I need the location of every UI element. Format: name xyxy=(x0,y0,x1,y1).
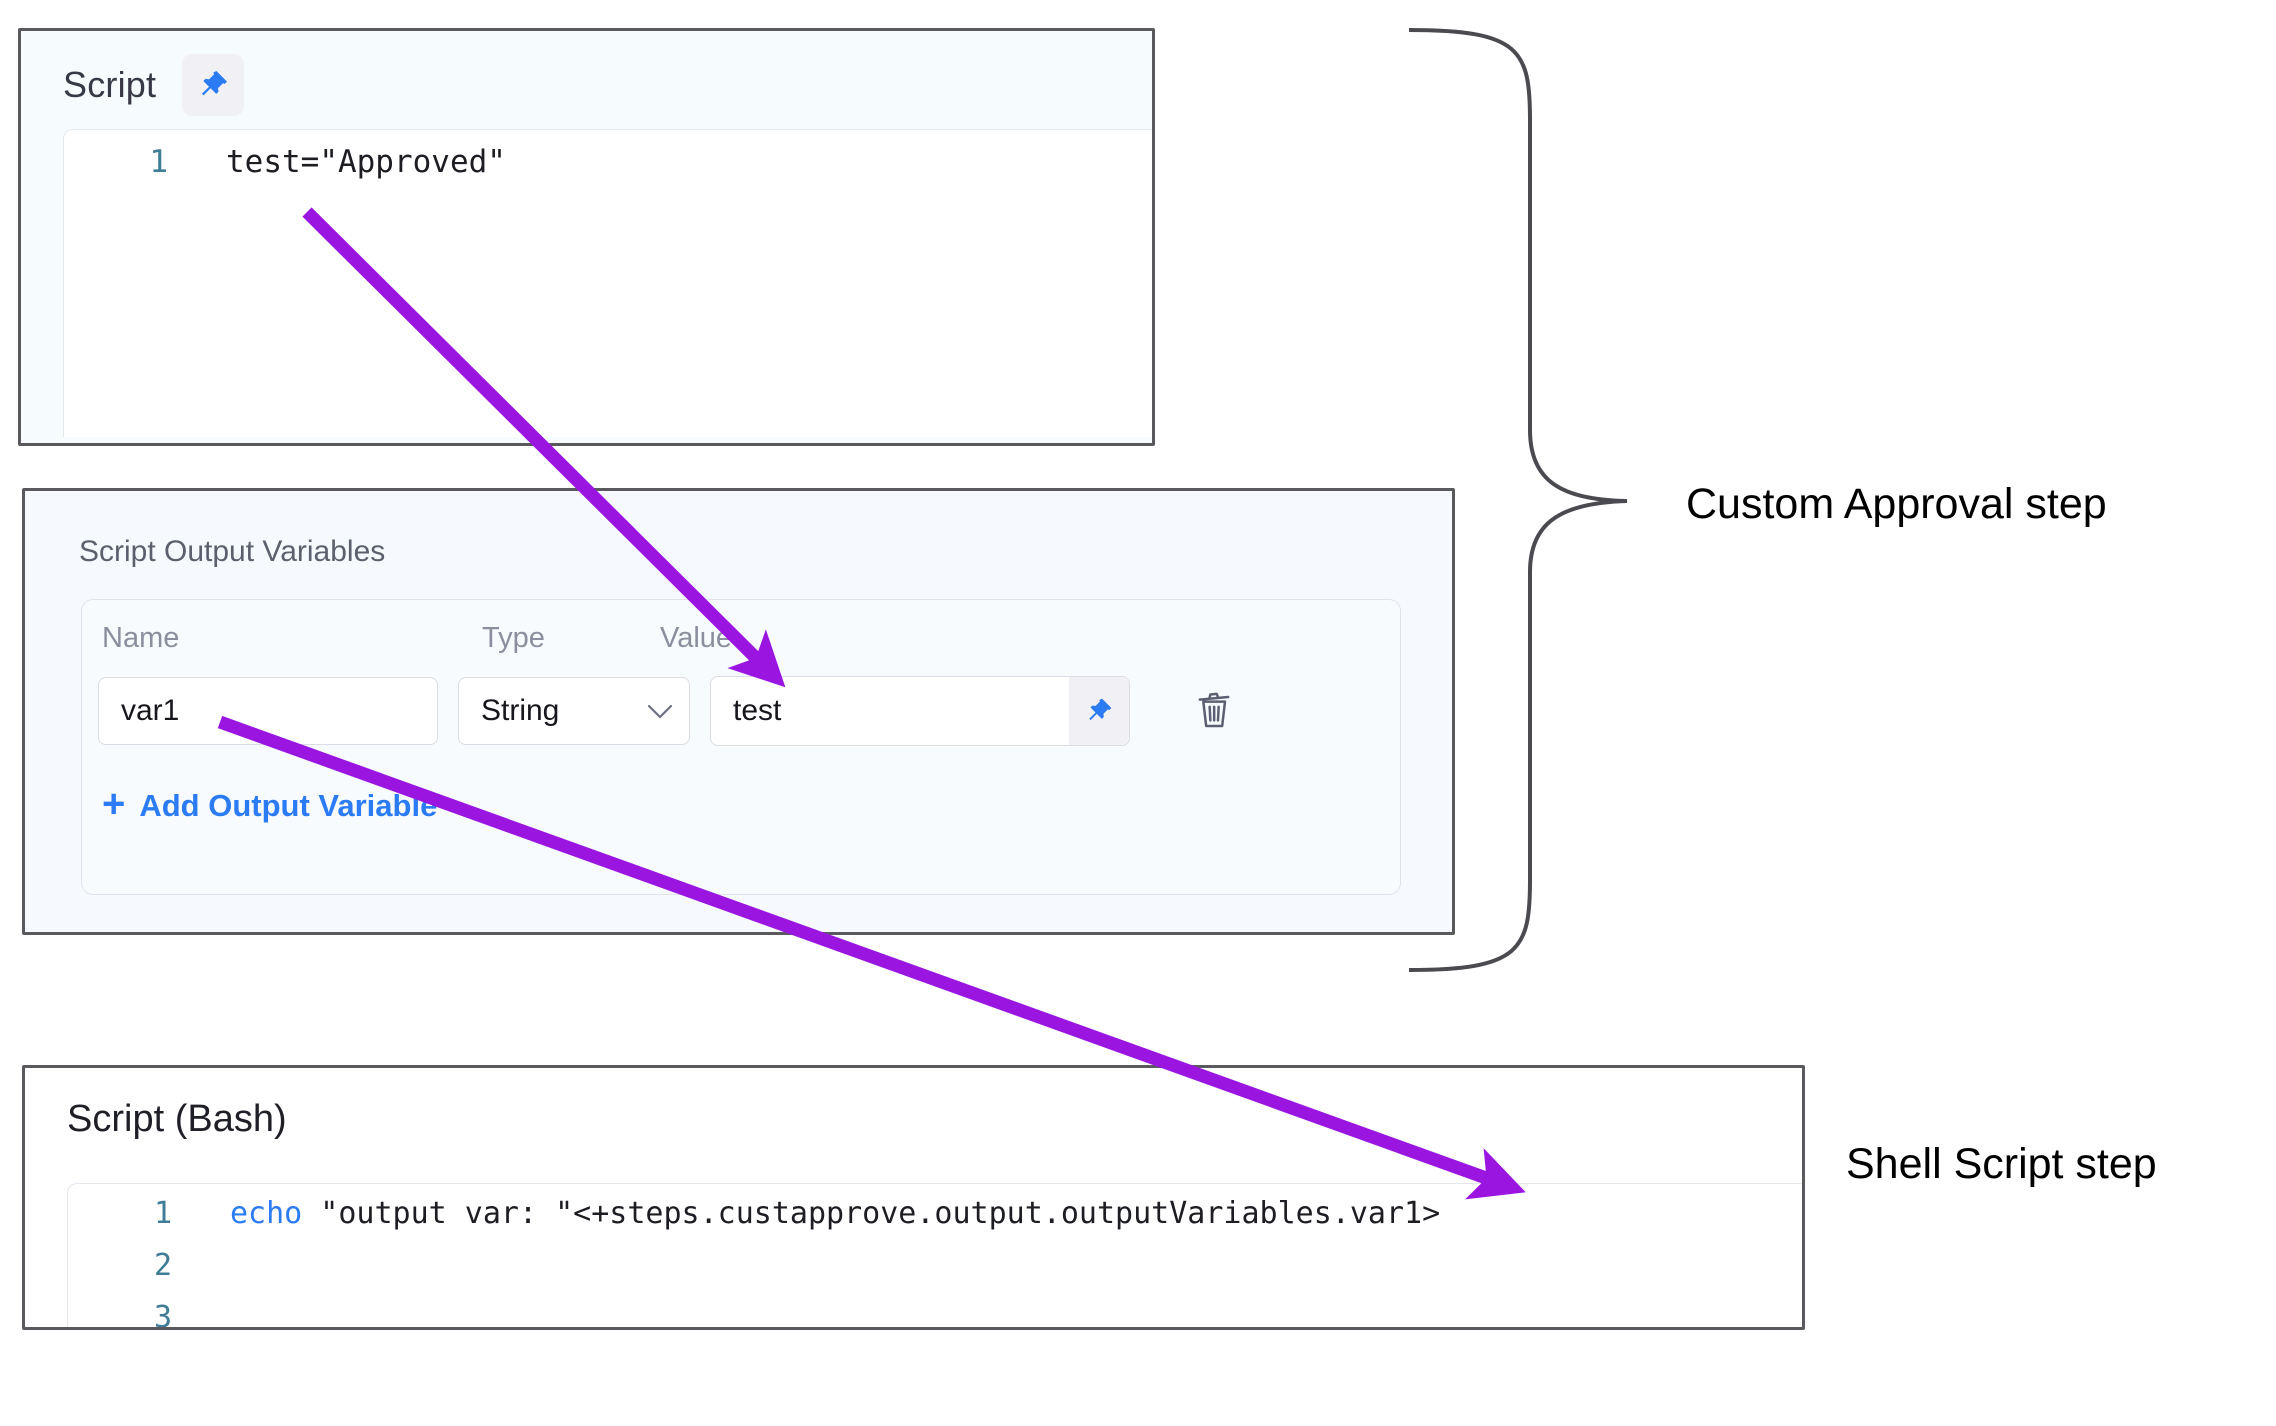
custom-approval-step-label: Custom Approval step xyxy=(1686,480,2107,528)
pin-icon[interactable] xyxy=(182,54,245,116)
trash-icon[interactable] xyxy=(1186,681,1242,741)
shell-script-step-label: Shell Script step xyxy=(1846,1140,2157,1188)
code-line: 3 xyxy=(68,1300,1802,1330)
bash-script-panel: Script (Bash) 1 echo "output var: "<+ste… xyxy=(22,1065,1805,1330)
variable-value-text: test xyxy=(733,694,782,727)
column-header-value: Value xyxy=(660,622,733,654)
script-code-editor[interactable]: 1 test="Approved" xyxy=(63,129,1152,437)
variable-type-value: String xyxy=(481,694,560,727)
pin-icon[interactable] xyxy=(1069,677,1129,745)
script-panel-header: Script xyxy=(21,31,1152,116)
line-number: 2 xyxy=(153,1248,172,1283)
variable-value-input[interactable]: test xyxy=(711,677,1069,745)
column-headers: Name Type Value xyxy=(82,622,1400,662)
script-panel-title: Script xyxy=(63,64,157,105)
script-output-variables-panel: Script Output Variables Name Type Value … xyxy=(22,488,1455,935)
output-variables-title: Script Output Variables xyxy=(79,535,386,568)
plus-icon: + xyxy=(102,782,126,826)
trash-icon-glyph xyxy=(1198,692,1230,728)
column-header-name: Name xyxy=(102,622,180,654)
bash-panel-title: Script (Bash) xyxy=(67,1098,287,1140)
script-panel: Script 1 test="Approved" xyxy=(18,28,1155,446)
add-output-variable-button[interactable]: + Add Output Variable xyxy=(102,782,438,826)
line-number: 1 xyxy=(149,144,168,180)
code-line: 1 echo "output var: "<+steps.custapprove… xyxy=(68,1184,1802,1248)
bash-code-editor[interactable]: 1 echo "output var: "<+steps.custapprove… xyxy=(67,1183,1802,1330)
code-text: echo "output var: "<+steps.custapprove.o… xyxy=(172,1196,1440,1231)
code-line: 2 xyxy=(68,1248,1802,1300)
chevron-down-icon-glyph xyxy=(647,704,673,719)
pin-icon-glyph xyxy=(1089,698,1112,721)
code-text: test="Approved" xyxy=(226,144,506,180)
output-variables-card: Name Type Value var1 String test xyxy=(81,599,1401,895)
chevron-down-icon xyxy=(647,698,673,724)
pin-icon-glyph xyxy=(202,70,228,96)
output-variable-row: var1 String test xyxy=(98,676,1242,746)
variable-name-input[interactable]: var1 xyxy=(98,677,438,745)
code-rest: "output var: "<+steps.custapprove.output… xyxy=(302,1196,1441,1231)
line-number: 1 xyxy=(153,1196,172,1231)
variable-type-select[interactable]: String xyxy=(458,677,690,745)
code-line: 1 test="Approved" xyxy=(64,130,1152,200)
line-number: 3 xyxy=(153,1300,172,1330)
variable-value-field: test xyxy=(710,676,1130,746)
column-header-type: Type xyxy=(482,622,545,654)
variable-name-value: var1 xyxy=(121,694,180,727)
code-keyword: echo xyxy=(230,1196,303,1231)
add-output-variable-label: Add Output Variable xyxy=(139,788,438,823)
